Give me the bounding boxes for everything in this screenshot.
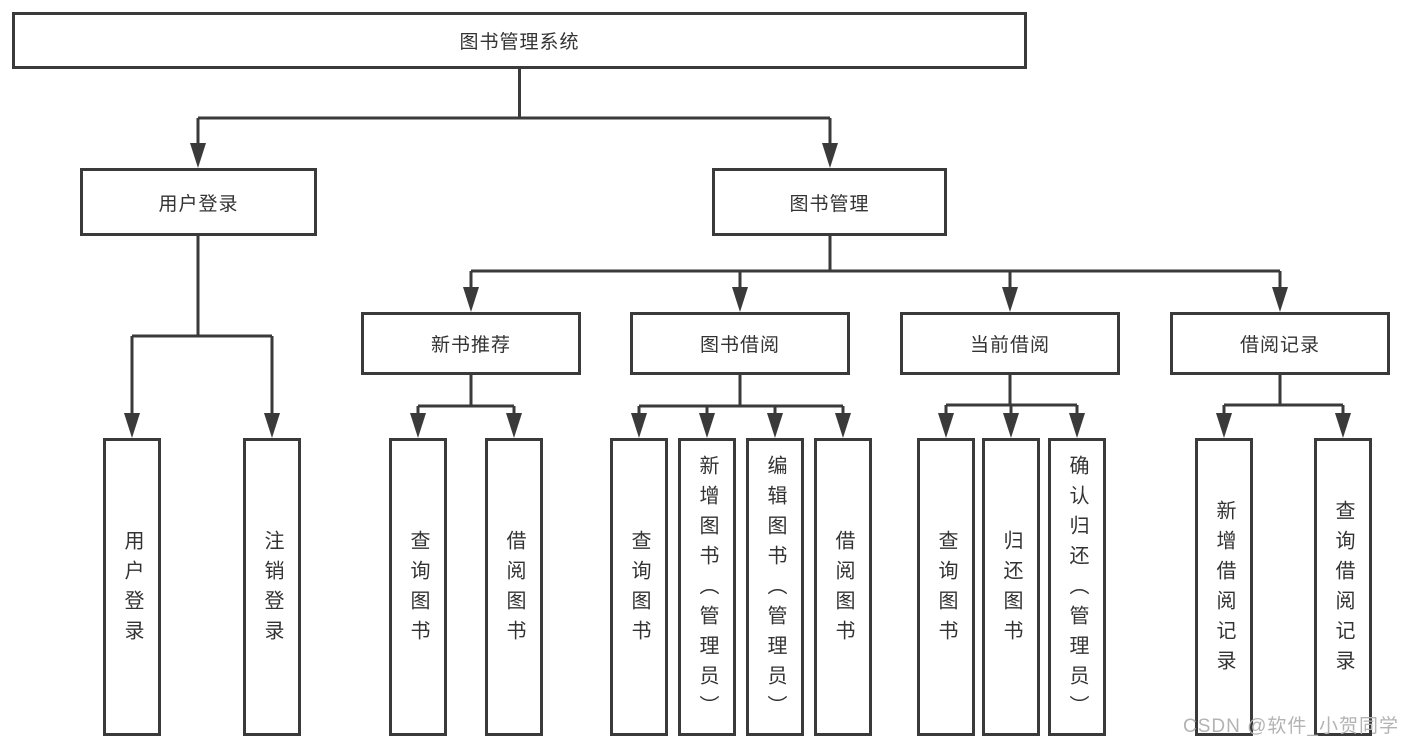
connector-newbook-to-leaves: [410, 375, 522, 438]
node-leaf-borrow-query-book: 查询图书: [610, 438, 668, 736]
node-leaf-record-add: 新增借阅记录: [1195, 438, 1253, 736]
connector-bookmgmt-to-level3: [463, 236, 1288, 312]
node-leaf-borrow-edit-book-admin: 编辑图书（管理员）: [746, 438, 804, 736]
node-leaf-record-query: 查询借阅记录: [1314, 438, 1372, 736]
node-label: 图书管理系统: [459, 32, 580, 53]
node-leaf-user-login: 用户登录: [103, 438, 161, 736]
node-new-book-recommend: 新书推荐: [361, 312, 581, 375]
node-label: 借阅记录: [1239, 335, 1320, 356]
node-label: 当前借阅: [969, 335, 1050, 356]
connector-currentborrow-to-leaves: [938, 375, 1085, 438]
node-borrow-record: 借阅记录: [1170, 312, 1390, 375]
node-leaf-borrow-borrow-book: 借阅图书: [814, 438, 872, 736]
node-label: 用户登录: [158, 193, 239, 215]
node-book-management: 图书管理: [712, 168, 947, 236]
node-leaf-borrow-add-book-admin: 新增图书（管理员）: [678, 438, 736, 736]
node-leaf-recommend-query-book: 查询图书: [389, 438, 447, 736]
connector-borrowrecord-to-leaves: [1216, 375, 1351, 438]
connector-root-to-level2: [190, 68, 838, 168]
node-leaf-current-return-book: 归还图书: [982, 438, 1040, 736]
node-current-borrow: 当前借阅: [900, 312, 1120, 375]
node-leaf-logout: 注销登录: [243, 438, 301, 736]
node-label: 图书借阅: [699, 335, 780, 356]
node-label: 图书管理: [789, 193, 870, 215]
node-leaf-current-query-book: 查询图书: [917, 438, 975, 736]
node-user-login: 用户登录: [80, 168, 317, 236]
node-leaf-recommend-borrow-book: 借阅图书: [485, 438, 543, 736]
node-book-borrow: 图书借阅: [630, 312, 850, 375]
node-root-library-system: 图书管理系统: [12, 12, 1027, 69]
connector-userlogin-to-leaves: [124, 236, 280, 438]
connector-bookborrow-to-leaves: [631, 375, 851, 438]
node-label: 新书推荐: [430, 335, 511, 356]
node-leaf-current-confirm-return-admin: 确认归还（管理员）: [1048, 438, 1106, 736]
watermark: CSDN @软件_小贺同学: [1183, 716, 1399, 737]
